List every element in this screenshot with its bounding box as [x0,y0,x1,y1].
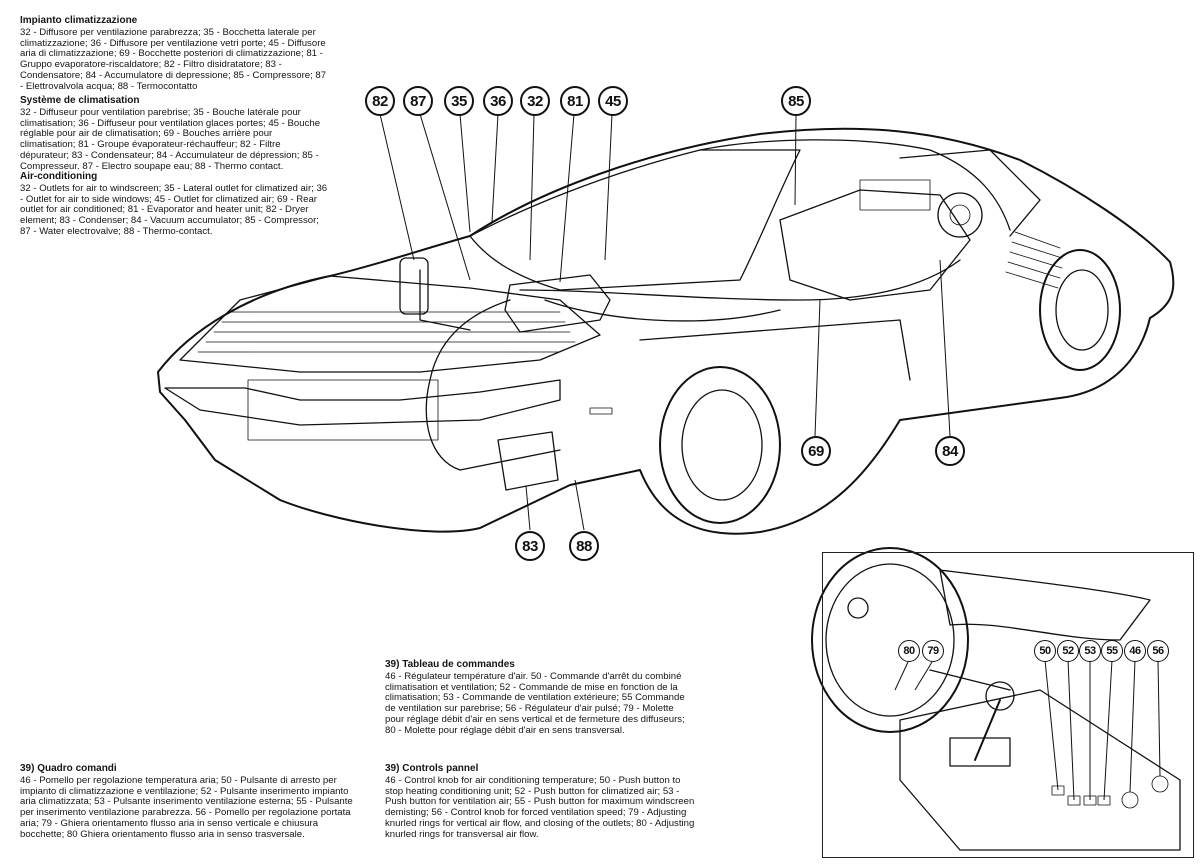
condenser [497,431,559,491]
callout-56: 56 [1147,640,1169,662]
caption-title: Air-conditioning [20,171,98,182]
engine [779,179,983,301]
front-bumper [164,379,561,426]
car-body-outline [157,127,1175,535]
windscreen [469,149,801,291]
roof-line [699,139,1011,231]
rear-wheel [1039,249,1121,371]
callout-84: 84 [935,436,965,466]
gear-knob [985,681,1015,711]
hood-louvres [197,311,576,353]
callout-53: 53 [1079,640,1101,662]
callout-81: 81 [560,86,590,116]
caption-title: Impianto climatizzazione [20,15,138,26]
callout-leaders [379,113,951,531]
callout-36: 36 [483,86,513,116]
callout-82: 82 [365,86,395,116]
caption-title: Système de climatisation [20,95,140,106]
door-line [639,319,911,381]
callout-35: 35 [444,86,474,116]
steering-wheel-emblem [847,597,869,619]
callout-79: 79 [922,640,944,662]
caption-dash-italian: 39) Quadro comandi 46 - Pomello per rego… [20,763,355,841]
dashboard-inset-frame [822,552,1194,858]
ac-piping [419,259,961,471]
dashboard-shaded-area [939,569,1151,641]
callout-45: 45 [598,86,628,116]
caption-text: 32 - Diffusore per ventilazione parabrez… [20,26,327,92]
callout-55: 55 [1101,640,1123,662]
front-grille [247,379,439,441]
callout-88: 88 [569,531,599,561]
hood-outline [179,275,601,373]
center-console [899,689,1181,851]
rear-window [899,149,1041,237]
door-handle [589,407,613,415]
caption-dash-french: 39) Tableau de commandes 46 - Régulateur… [385,659,690,737]
callout-69: 69 [801,436,831,466]
dashboard-inset-drawing [811,547,1181,851]
caption-text: 46 - Control knob for air conditioning t… [385,774,695,840]
rear-louvres [1005,231,1063,289]
callout-46: 46 [1124,640,1146,662]
gear-gate [949,737,1011,767]
caption-title: 39) Quadro comandi [20,763,117,774]
evaporator-heater-unit [504,274,611,333]
caption-title: 39) Controls pannel [385,763,479,774]
callout-85: 85 [781,86,811,116]
dryer-element [399,257,429,315]
caption-title: 39) Tableau de commandes [385,659,515,670]
callout-80: 80 [898,640,920,662]
caption-italian: Impianto climatizzazione 32 - Diffusore … [20,15,330,93]
callout-87: 87 [403,86,433,116]
caption-text: 32 - Outlets for air to windscreen; 35 -… [20,182,328,237]
caption-french: Système de climatisation 32 - Diffuseur … [20,95,330,173]
callout-50: 50 [1034,640,1056,662]
callout-32: 32 [520,86,550,116]
callout-83: 83 [515,531,545,561]
callout-52: 52 [1057,640,1079,662]
steering-wheel [811,547,969,733]
steering-column [929,669,1011,691]
caption-english: Air-conditioning 32 - Outlets for air to… [20,171,330,238]
front-wheel [659,366,781,524]
dash-callout-leaders [894,659,1161,801]
caption-text: 32 - Diffuseur pour ventilation parebris… [20,106,321,172]
caption-text: 46 - Régulateur température d'air. 50 - … [385,670,685,736]
caption-text: 46 - Pomello per regolazione temperatura… [20,774,353,840]
caption-dash-english: 39) Controls pannel 46 - Control knob fo… [385,763,695,841]
